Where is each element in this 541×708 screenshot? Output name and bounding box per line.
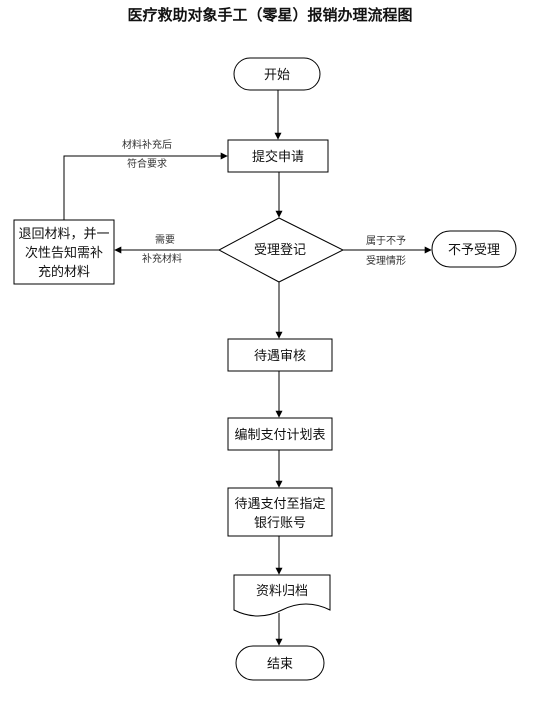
edge-label-need-2: 补充材料 bbox=[142, 252, 182, 265]
submit-node-label: 提交申请 bbox=[252, 149, 304, 165]
start-node bbox=[233, 57, 321, 91]
submit-node bbox=[227, 139, 329, 173]
return-materials-label-2: 次性告知需补 bbox=[25, 245, 103, 261]
return-materials-label-3: 充的材料 bbox=[38, 264, 90, 280]
chart-title: 医疗救助对象手工（零星）报销办理流程图 bbox=[127, 6, 412, 24]
edge-label-reject-1: 属于不予 bbox=[366, 235, 406, 247]
edge-label-need-1: 需要 bbox=[155, 234, 175, 246]
payment-plan-node bbox=[227, 417, 333, 451]
return-materials-label-1: 退回材料，并一 bbox=[18, 227, 109, 242]
register-decision-label: 受理登记 bbox=[254, 243, 306, 258]
edge-label-supplement-2: 符合要求 bbox=[127, 157, 167, 170]
reject-node-label: 不予受理 bbox=[448, 243, 500, 258]
payment-label-1: 待遇支付至指定 bbox=[234, 497, 325, 512]
payment-label-2: 银行账号 bbox=[254, 516, 306, 531]
payment-plan-label: 编制支付计划表 bbox=[234, 428, 325, 443]
start-node-label: 开始 bbox=[264, 68, 290, 83]
archive-label: 资料归档 bbox=[256, 584, 308, 599]
review-node-label: 待遇审核 bbox=[254, 349, 306, 364]
archive-node bbox=[233, 574, 331, 617]
end-node-label: 结束 bbox=[267, 657, 293, 672]
end-node bbox=[235, 645, 325, 681]
edge-return-submit bbox=[63, 152, 228, 220]
payment-node bbox=[227, 487, 333, 537]
return-materials-node bbox=[13, 219, 115, 285]
review-node bbox=[227, 338, 333, 372]
edge-label-reject-2: 受理情形 bbox=[366, 254, 406, 267]
edge-label-supplement-1: 材料补充后 bbox=[122, 138, 172, 151]
reject-node bbox=[431, 230, 517, 268]
